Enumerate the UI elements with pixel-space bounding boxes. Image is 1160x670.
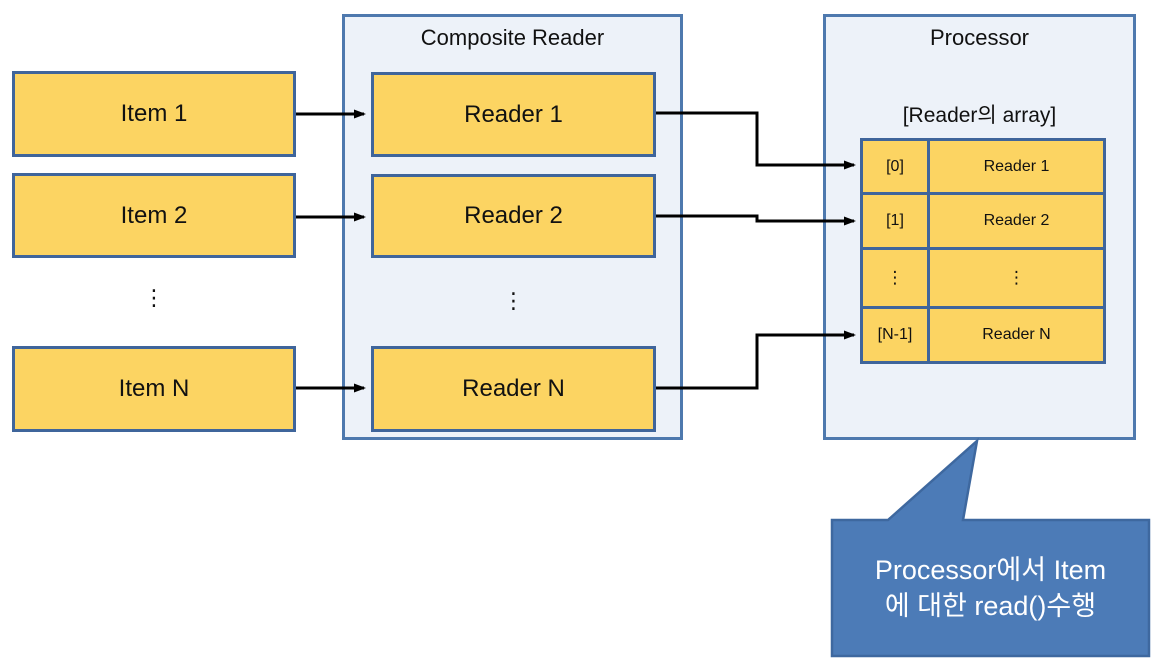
reader-array-label: [Reader의 array]	[902, 104, 1057, 127]
array-value-cell: Reader 1	[930, 141, 1103, 192]
array-value-cell: Reader 2	[930, 195, 1103, 247]
reader-2-box: Reader 2	[371, 174, 656, 258]
reader-n-box: Reader N	[371, 346, 656, 432]
reader-2-label: Reader 2	[464, 202, 563, 229]
array-value-ellipsis-cell: ⋮	[930, 250, 1103, 306]
reader-1-label: Reader 1	[464, 100, 563, 128]
item-n-box: Item N	[12, 346, 296, 432]
reader-n-label: Reader N	[462, 375, 565, 402]
array-index-cell: [1]	[863, 195, 927, 247]
array-index-ellipsis-cell: ⋮	[863, 250, 927, 306]
array-value-cell: Reader N	[930, 309, 1103, 361]
array-index-cell: [0]	[863, 141, 927, 192]
reader-1-box: Reader 1	[371, 72, 656, 157]
item-n-label: Item N	[118, 375, 190, 402]
callout: Processor에서 Item 에 대한 read()수행	[832, 520, 1149, 656]
items-ellipsis: ⋮	[143, 285, 165, 310]
composite-reader-title: Composite Reader	[420, 25, 605, 50]
readers-ellipsis: ⋮	[502, 288, 525, 313]
array-index-cell: [N-1]	[863, 309, 927, 361]
reader-array-table: [0] Reader 1 [1] Reader 2 ⋮ ⋮ [N-1] Read…	[860, 138, 1106, 364]
item-1-box: Item 1	[12, 71, 296, 157]
callout-line-2: 에 대한 read()수행	[884, 591, 1097, 621]
item-1-label: Item 1	[120, 100, 188, 127]
processor-title: Processor	[929, 25, 1030, 50]
item-2-box: Item 2	[12, 173, 296, 258]
item-2-label: Item 2	[120, 201, 188, 229]
callout-line-1: Processor에서 Item	[874, 555, 1107, 585]
